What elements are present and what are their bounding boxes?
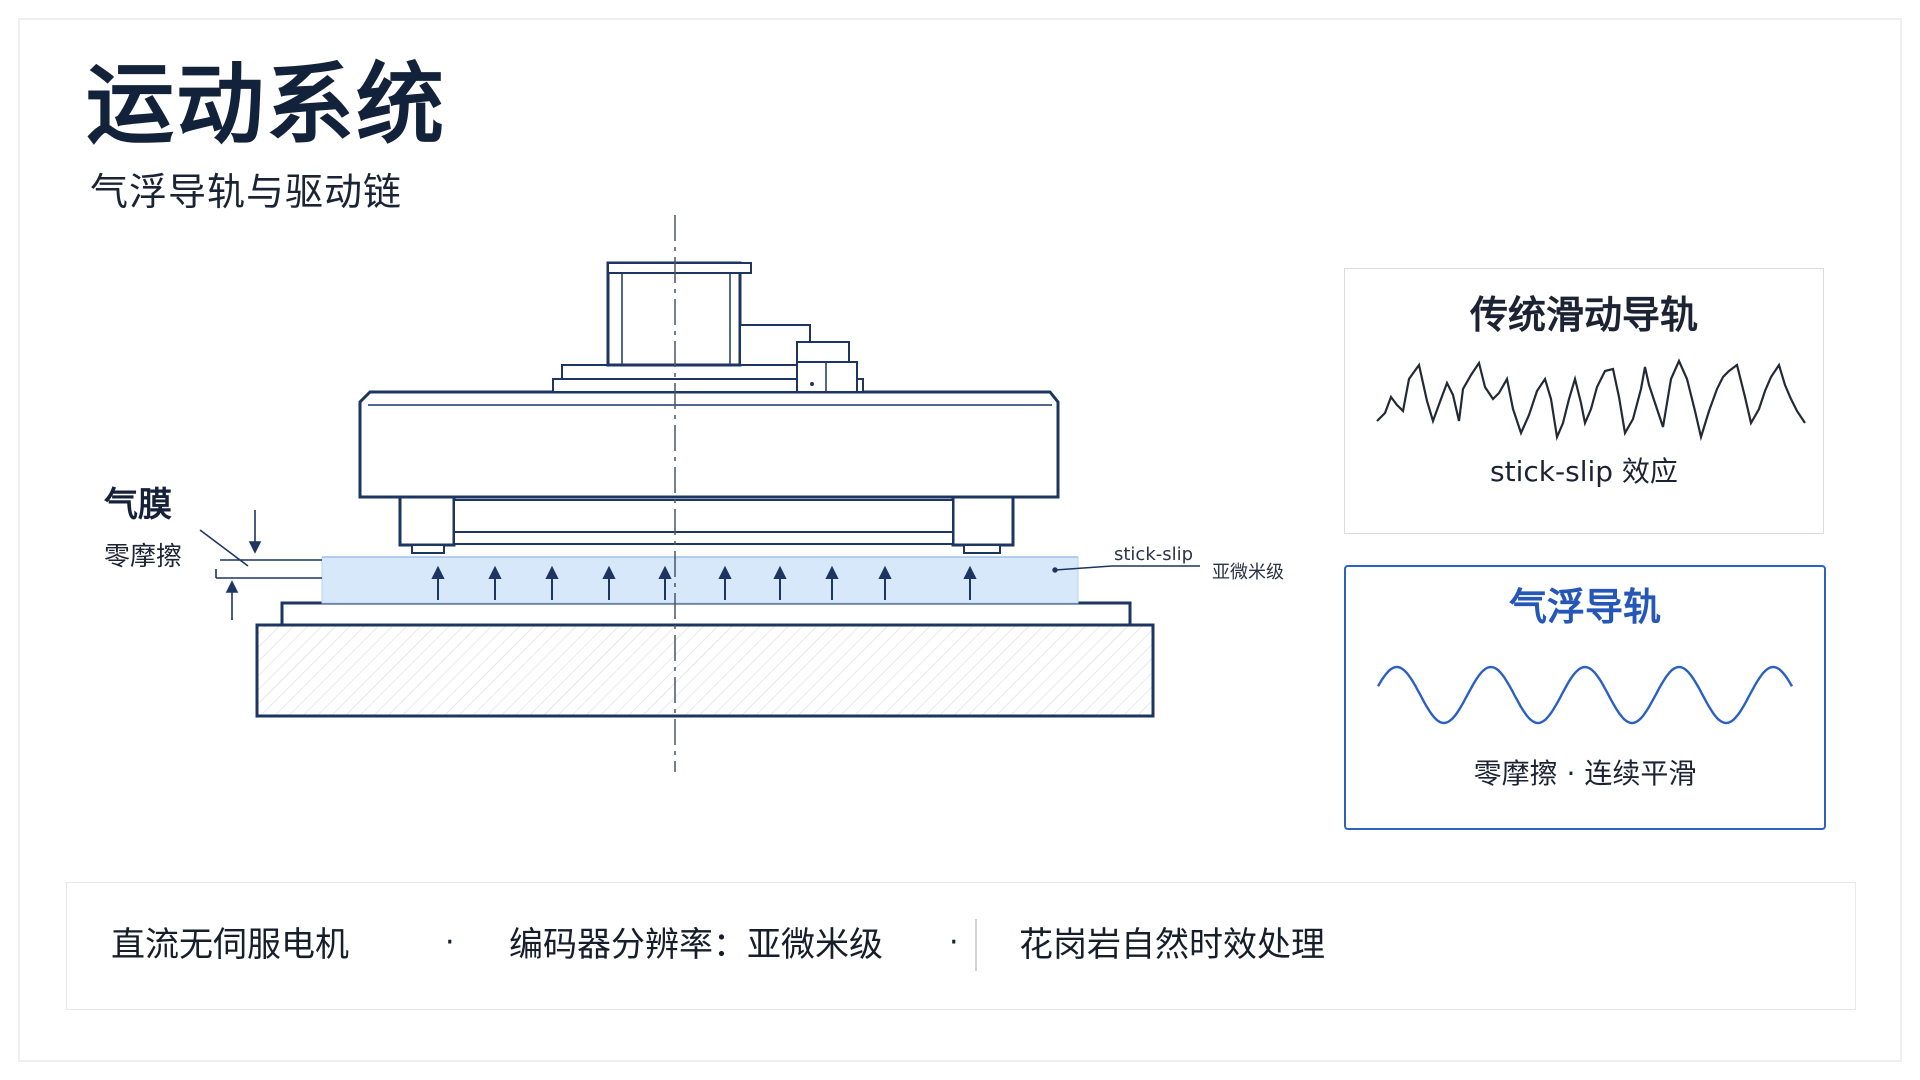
mounting-plate-upper	[561, 364, 803, 380]
feature-divider	[975, 919, 977, 971]
stick-slip-label: stick-slip	[1114, 544, 1193, 565]
spindle-column-cap	[607, 262, 752, 274]
feature-separator: ·	[949, 925, 959, 960]
page-title: 运动系统	[86, 53, 447, 156]
feature-separator: ·	[445, 925, 455, 960]
pressure-arrow	[431, 565, 445, 600]
air-bearing-title: 气浮导轨	[1508, 585, 1661, 629]
pressure-arrow	[602, 565, 616, 600]
bearing-pad-left	[398, 495, 456, 547]
stick-slip-wave	[1376, 358, 1806, 442]
traditional-guide-panel: 传统滑动导轨 stick-slip 效应	[1344, 268, 1824, 534]
smooth-sine-wave	[1376, 665, 1794, 725]
pressure-arrows	[431, 565, 977, 600]
pressure-arrow	[718, 565, 732, 600]
film-gap-dimension	[199, 510, 322, 620]
pad-foot-right	[963, 544, 1001, 554]
guide-rail-plate	[280, 601, 1132, 627]
air-film-label: 气膜	[103, 485, 172, 525]
bearing-pad-right	[951, 495, 1015, 547]
pressure-arrow	[773, 565, 787, 600]
feature-bar: 直流无伺服电机 · 编码器分辨率：亚微米级 · 花岗岩自然时效处理	[66, 882, 1856, 1010]
feature-encoder: 编码器分辨率：亚微米级	[509, 925, 883, 965]
pressure-arrow	[545, 565, 559, 600]
air-bearing-caption: 零摩擦 · 连续平滑	[1473, 757, 1697, 790]
traditional-guide-caption: stick-slip 效应	[1490, 455, 1678, 488]
page-frame	[18, 18, 1902, 1062]
page-subtitle: 气浮导轨与驱动链	[90, 170, 403, 214]
pressure-arrow	[878, 565, 892, 600]
pressure-arrow	[963, 565, 977, 600]
lower-carriage-strip	[453, 531, 954, 545]
lower-carriage-plate	[453, 499, 954, 533]
pressure-arrow	[658, 565, 672, 600]
feature-granite: 花岗岩自然时效处理	[1019, 925, 1325, 965]
zero-friction-label: 零摩擦	[104, 542, 182, 572]
granite-base	[255, 623, 1155, 718]
traditional-guide-title: 传统滑动导轨	[1469, 293, 1698, 337]
submicron-label: 亚微米级	[1212, 562, 1284, 583]
feature-dc-motor: 直流无伺服电机	[111, 925, 349, 965]
air-film	[321, 556, 1079, 604]
air-bearing-panel: 气浮导轨 零摩擦 · 连续平滑	[1344, 565, 1826, 830]
pressure-arrow	[488, 565, 502, 600]
encoder-block	[796, 341, 850, 365]
pressure-arrow	[825, 565, 839, 600]
main-carriage	[358, 390, 1060, 499]
spindle-column	[606, 261, 742, 367]
pad-foot-left	[411, 544, 445, 554]
encoder-body	[796, 361, 858, 393]
stick-slip-leader	[1052, 565, 1200, 573]
